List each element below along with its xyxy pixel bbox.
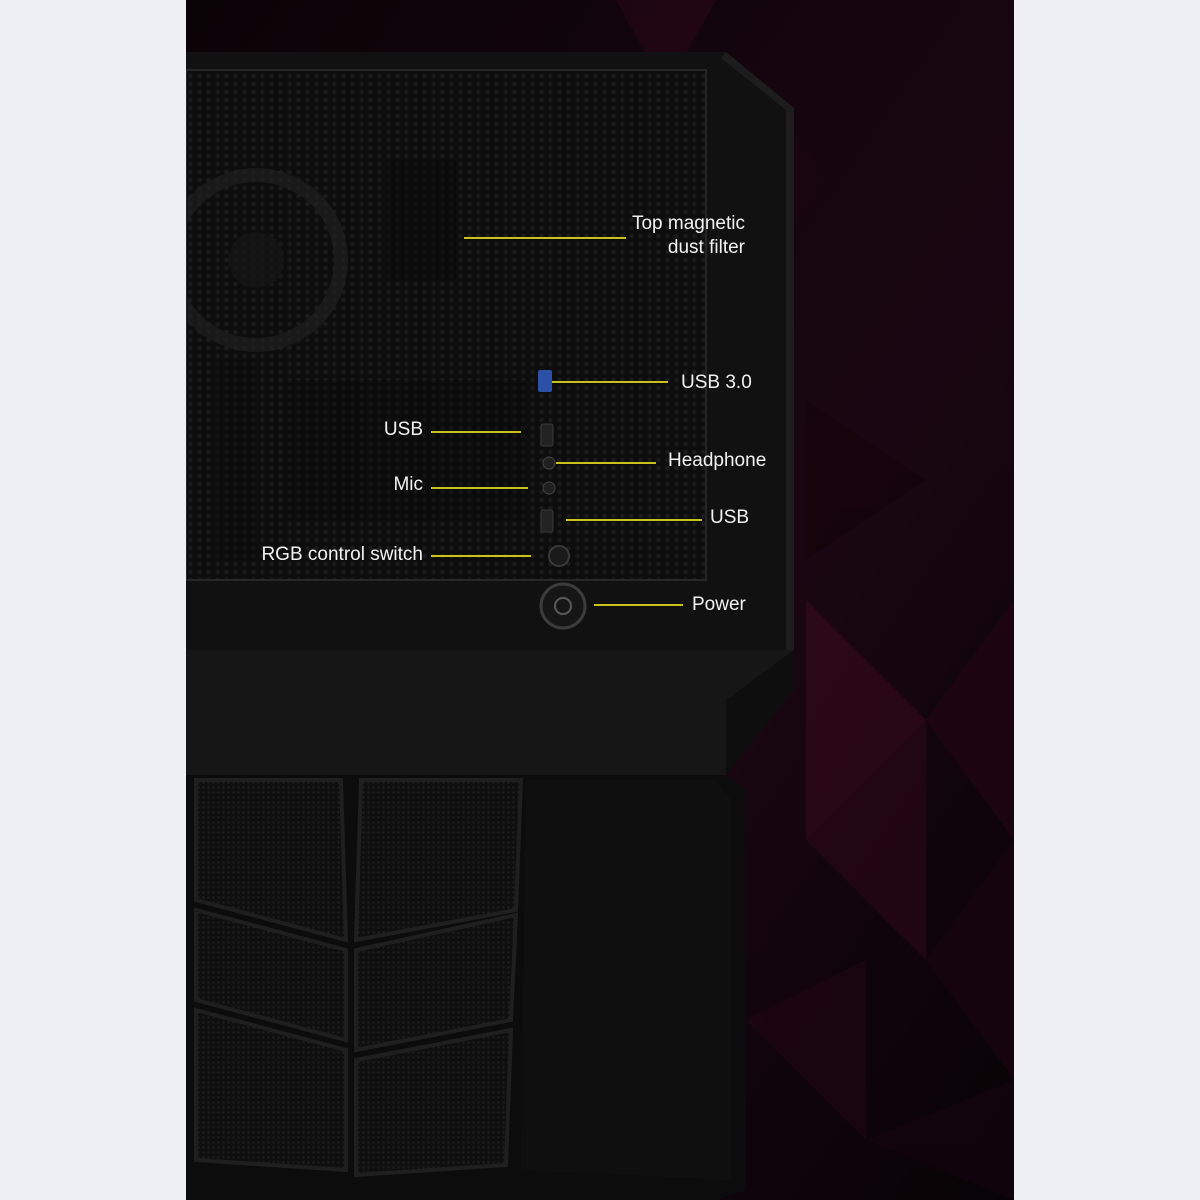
label-dust-filter-line1: Top magnetic [631,213,745,234]
usb-port-top [540,423,554,447]
label-power: Power [692,594,746,615]
front-mesh-panels [194,778,731,1180]
usb30-port [538,370,552,392]
mic-jack [542,481,556,495]
leader-lines [431,237,702,606]
left-margin [0,0,186,1200]
label-usb-left: USB [383,419,423,440]
power-button [539,582,587,630]
usb-port-bottom [540,509,554,533]
label-rgb-switch: RGB control switch [261,544,423,565]
headphone-jack [542,456,556,470]
rgb-switch [548,545,570,567]
dust-filter-mesh [186,70,706,580]
front-bevel [186,650,794,775]
product-photo [186,0,1014,1200]
label-usb30: USB 3.0 [681,372,752,393]
label-headphone: Headphone [668,450,767,471]
right-margin [1014,0,1200,1200]
label-usb-right: USB [710,507,750,528]
label-dust-filter: Top magnetic dust filter [620,212,745,260]
label-mic: Mic [393,474,423,495]
io-panel [538,370,587,630]
label-dust-filter-line2: dust filter [667,237,745,258]
cabinet-illustration [186,0,1014,1200]
